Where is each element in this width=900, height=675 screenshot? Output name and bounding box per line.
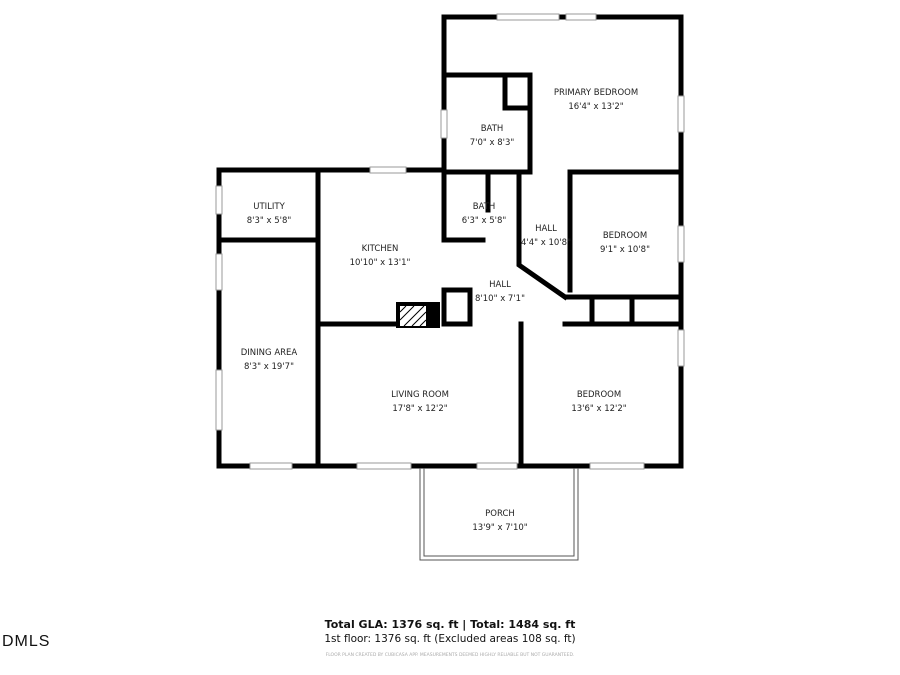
room-size: 7'0" x 8'3" [469, 138, 515, 148]
window [589, 462, 645, 470]
room-name: UTILITY [253, 202, 285, 212]
window [476, 462, 518, 470]
room-size: 6'3" x 5'8" [461, 216, 507, 226]
wall [516, 169, 569, 301]
room-size: 13'9" x 7'10" [472, 523, 528, 533]
room-size: 9'1" x 10'8" [600, 245, 650, 255]
window [677, 225, 685, 263]
room-bedroom-2: BEDROOM 13'6" x 12'2" [571, 388, 626, 416]
porch-outline [419, 468, 579, 561]
room-size: 4'4" x 10'8" [521, 238, 571, 248]
window [677, 95, 685, 133]
room-name: BATH [472, 202, 496, 212]
window [356, 462, 412, 470]
wall [502, 72, 533, 111]
fireplace [396, 302, 440, 328]
room-size: 13'6" x 12'2" [571, 404, 627, 414]
room-name: DINING AREA [240, 348, 298, 358]
room-name: PORCH [485, 509, 515, 519]
room-size: 8'3" x 19'7" [244, 362, 294, 372]
room-name: BEDROOM [602, 231, 648, 241]
room-name: KITCHEN [361, 244, 399, 254]
room-porch: PORCH 13'9" x 7'10" [472, 507, 527, 535]
windows [215, 13, 685, 470]
window [249, 462, 293, 470]
dmls-logo: DMLS [2, 633, 51, 650]
window [677, 329, 685, 367]
window [369, 166, 407, 174]
room-name: HALL [535, 224, 557, 234]
room-size: 16'4" x 13'2" [568, 102, 624, 112]
disclaimer: FLOOR PLAN CREATED BY CUBICASA APP. MEAS… [325, 653, 575, 658]
wall [441, 287, 473, 327]
room-name: BATH [480, 124, 504, 134]
room-dining-area: DINING AREA 8'3" x 19'7" [241, 346, 297, 374]
room-kitchen: KITCHEN 10'10" x 13'1" [350, 242, 411, 270]
room-name: BEDROOM [576, 390, 622, 400]
window [440, 109, 448, 139]
window [215, 185, 223, 215]
room-living-room: LIVING ROOM 17'8" x 12'2" [391, 388, 449, 416]
room-hall-1: HALL 4'4" x 10'8" [521, 222, 571, 250]
first-floor-area: 1st floor: 1376 sq. ft (Excluded areas 1… [324, 633, 576, 645]
room-name: LIVING ROOM [391, 390, 449, 400]
room-name: PRIMARY BEDROOM [553, 88, 639, 98]
room-bath-2: BATH 6'3" x 5'8" [462, 200, 507, 228]
room-hall-2: HALL 8'10" x 7'1" [475, 278, 525, 306]
window [565, 13, 597, 21]
room-size: 8'10" x 7'1" [475, 294, 525, 304]
window [496, 13, 560, 21]
room-bath-1: BATH 7'0" x 8'3" [470, 122, 515, 150]
room-size: 17'8" x 12'2" [392, 404, 448, 414]
wall [444, 72, 533, 175]
room-name: HALL [489, 280, 511, 290]
room-primary-bedroom: PRIMARY BEDROOM 16'4" x 13'2" [554, 86, 638, 114]
room-utility: UTILITY 8'3" x 5'8" [247, 200, 292, 228]
total-gla: Total GLA: 1376 sq. ft | Total: 1484 sq.… [324, 618, 576, 631]
window [215, 369, 223, 431]
wall [441, 169, 486, 243]
room-size: 8'3" x 5'8" [246, 216, 292, 226]
room-size: 10'10" x 13'1" [349, 258, 411, 268]
area-totals: Total GLA: 1376 sq. ft | Total: 1484 sq.… [324, 618, 575, 646]
room-bedroom-1: BEDROOM 9'1" x 10'8" [600, 229, 650, 257]
window [215, 253, 223, 291]
